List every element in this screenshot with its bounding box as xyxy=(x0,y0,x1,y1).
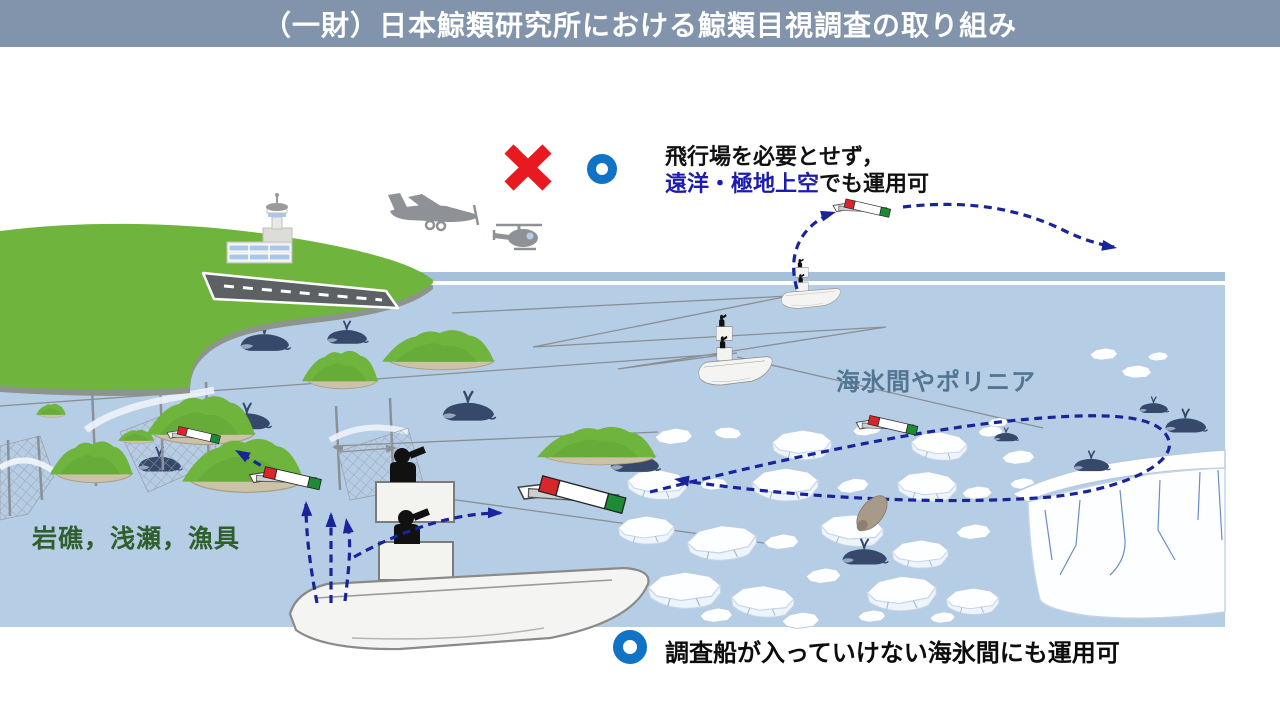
page-title: （一財）日本鯨類研究所における鯨類目視調査の取り組み xyxy=(262,9,1017,41)
annotation-coastal-hazards: 岩礁，浅瀬，漁具 xyxy=(32,525,241,553)
annotation-ship-limitation: 調査船が入っていけない海氷間にも運用可 xyxy=(665,640,1120,667)
airfield-highlight: 遠洋・極地上空 xyxy=(665,171,820,196)
runway-centerline xyxy=(223,284,383,302)
drone-icon-top xyxy=(832,198,892,218)
fishing-net xyxy=(0,435,55,521)
annotation-sea-ice-polynya: 海氷間やポリニア xyxy=(836,369,1036,396)
land xyxy=(0,223,433,390)
airfield-rest: でも運用可 xyxy=(819,171,930,196)
airplane-icon xyxy=(388,193,480,232)
annotation-airfield: 飛行場を必要とせず， 遠洋・極地上空でも運用可 xyxy=(665,143,929,197)
ok-circle-icon-top xyxy=(587,154,617,184)
ok-circle-icon-bottom xyxy=(613,630,647,664)
seal-icon xyxy=(856,495,888,532)
title-bar: （一財）日本鯨類研究所における鯨類目視調査の取り組み xyxy=(0,0,1280,47)
horizon-stripe xyxy=(0,272,1225,281)
land-with-airport xyxy=(0,193,433,396)
terminal-building xyxy=(226,227,293,264)
cross-icon xyxy=(504,144,552,191)
research-vessel-small xyxy=(781,259,840,309)
runway xyxy=(201,271,400,310)
airfield-line1: 飛行場を必要とせず， xyxy=(665,144,884,169)
iceberg xyxy=(1010,449,1226,619)
helicopter-icon xyxy=(492,223,542,251)
control-tower xyxy=(266,193,288,230)
